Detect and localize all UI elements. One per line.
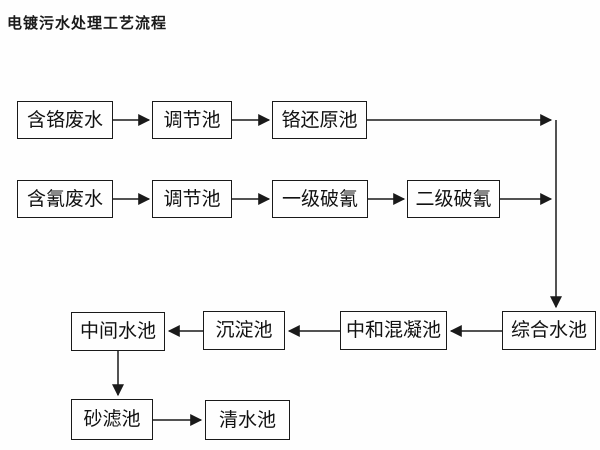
node-chrome-reduction-tank: 铬还原池 [272, 101, 367, 139]
node-regulating-tank-chrome: 调节池 [152, 101, 232, 139]
node-neutralize-coagulate-tank: 中和混凝池 [340, 311, 447, 350]
node-secondary-cyanide-break: 二级破氰 [407, 180, 500, 218]
node-chrome-wastewater: 含铬废水 [17, 101, 113, 139]
node-comprehensive-water-tank: 综合水池 [502, 311, 596, 350]
node-clean-water-tank: 清水池 [205, 400, 290, 440]
node-sedimentation-tank: 沉淀池 [203, 311, 285, 350]
node-cyanide-wastewater: 含氰废水 [17, 180, 113, 218]
node-intermediate-water-tank: 中间水池 [71, 312, 165, 351]
node-primary-cyanide-break: 一级破氰 [272, 180, 368, 218]
node-regulating-tank-cyanide: 调节池 [152, 180, 232, 218]
node-sand-filter-tank: 砂滤池 [71, 399, 153, 440]
diagram-title: 电镀污水处理工艺流程 [7, 14, 168, 32]
